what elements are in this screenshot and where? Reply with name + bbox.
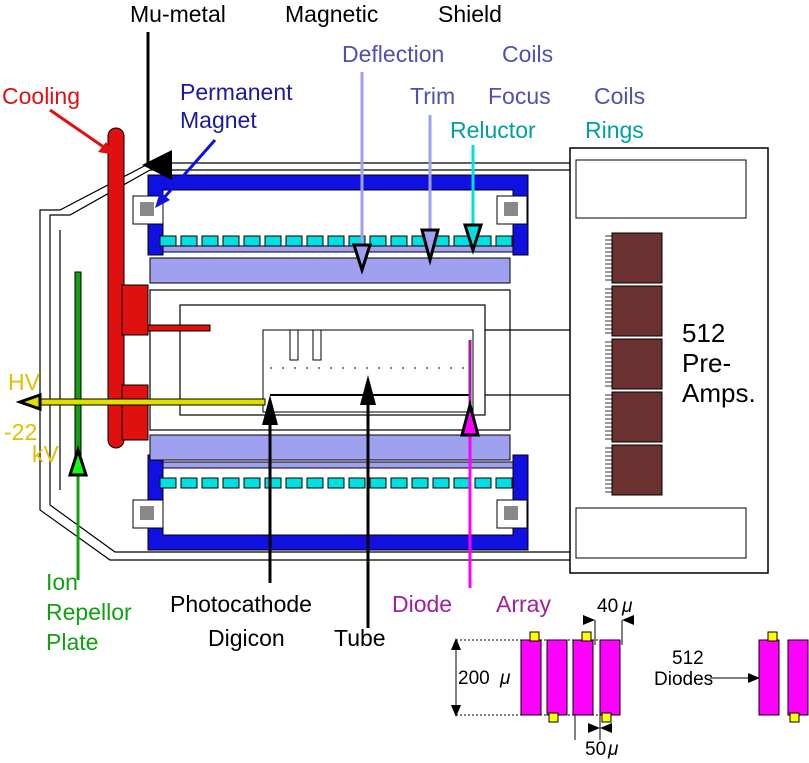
reluctor-ring bbox=[348, 477, 366, 489]
label-50-mu: μ bbox=[607, 739, 619, 760]
label-diodes-512: 512 bbox=[672, 648, 704, 669]
diode-pad bbox=[767, 631, 778, 642]
label-deflection-coils: Coils bbox=[502, 41, 553, 67]
diode bbox=[546, 639, 568, 716]
label-deflection: Deflection bbox=[342, 41, 444, 67]
reluctor-ring bbox=[180, 235, 198, 247]
cooling-assembly bbox=[107, 127, 211, 449]
reluctor-ring bbox=[390, 477, 408, 489]
diode bbox=[599, 639, 621, 716]
label-rings: Rings bbox=[585, 117, 644, 143]
label-trim: Trim bbox=[410, 83, 455, 109]
arrows bbox=[15, 32, 484, 628]
label-magnet: Magnet bbox=[180, 107, 257, 133]
reluctor-ring bbox=[474, 477, 492, 489]
reluctor-ring bbox=[159, 235, 177, 247]
preamp-chip bbox=[611, 444, 663, 496]
label-photocathode: Photocathode bbox=[170, 591, 312, 617]
reluctor-ring bbox=[222, 477, 240, 489]
preamp-chip bbox=[611, 338, 663, 390]
reluctor-ring bbox=[180, 477, 198, 489]
label-cooling: Cooling bbox=[2, 83, 80, 109]
reluctor-ring bbox=[306, 477, 324, 489]
diode bbox=[572, 639, 594, 716]
reluctor-ring bbox=[264, 477, 282, 489]
diode-pad bbox=[529, 631, 540, 642]
label-hv-voltage: -22 bbox=[4, 419, 37, 445]
reluctor-ring bbox=[327, 235, 345, 247]
reluctor-rings-top bbox=[159, 235, 513, 247]
label-pre: Pre- bbox=[682, 348, 731, 378]
preamp-box bbox=[569, 147, 769, 574]
reluctor-ring bbox=[495, 235, 513, 247]
reluctor-ring bbox=[390, 235, 408, 247]
label-array: Array bbox=[496, 591, 551, 617]
label-50: 50 bbox=[585, 739, 606, 760]
label-200: 200 bbox=[458, 668, 490, 689]
reluctor-ring bbox=[306, 235, 324, 247]
label-shield: Shield bbox=[438, 1, 502, 27]
reluctor-ring bbox=[285, 477, 303, 489]
reluctor-ring bbox=[369, 235, 387, 247]
reluctor-ring bbox=[495, 477, 513, 489]
label-hv: HV bbox=[8, 369, 41, 395]
diode-pad bbox=[548, 712, 559, 723]
label-amps: Amps. bbox=[682, 378, 756, 408]
label-512: 512 bbox=[682, 318, 725, 348]
magnetic-shield bbox=[132, 174, 529, 551]
label-reluctor: Reluctor bbox=[450, 117, 536, 143]
reluctor-ring bbox=[411, 477, 429, 489]
diode bbox=[520, 639, 542, 716]
label-diode: Diode bbox=[392, 591, 452, 617]
label-hv-unit: kV bbox=[32, 441, 60, 467]
reluctor-ring bbox=[201, 235, 219, 247]
diode bbox=[787, 639, 809, 716]
outer-housing bbox=[39, 162, 571, 561]
label-permanent: Permanent bbox=[180, 79, 293, 105]
label-repellor: Repellor bbox=[46, 599, 132, 625]
reluctor-ring bbox=[285, 235, 303, 247]
label-digicon: Digicon bbox=[208, 625, 285, 651]
reluctor-ring bbox=[453, 477, 471, 489]
diode-pad bbox=[581, 631, 592, 642]
preamp-chip bbox=[611, 391, 663, 443]
label-diodes: Diodes bbox=[654, 669, 713, 690]
diode bbox=[758, 639, 780, 716]
label-magnetic: Magnetic bbox=[285, 1, 378, 27]
diode-array-detail bbox=[451, 615, 809, 740]
reluctor-ring bbox=[222, 235, 240, 247]
label-40: 40 bbox=[597, 596, 618, 617]
label-ion: Ion bbox=[46, 569, 78, 595]
reluctor-ring bbox=[159, 477, 177, 489]
label-mu-metal: Mu-metal bbox=[130, 1, 226, 27]
diode-pad bbox=[601, 712, 612, 723]
preamp-chip bbox=[611, 285, 663, 337]
label-focus: Focus bbox=[488, 83, 551, 109]
label-200-mu: μ bbox=[499, 668, 511, 689]
diode-pad bbox=[789, 712, 800, 723]
reluctor-ring bbox=[243, 477, 261, 489]
label-40-mu: μ bbox=[621, 596, 633, 617]
reluctor-ring bbox=[327, 477, 345, 489]
reluctor-ring bbox=[243, 235, 261, 247]
hv-lead bbox=[39, 398, 266, 406]
reluctor-ring bbox=[369, 477, 387, 489]
ion-repellor-plate bbox=[74, 271, 82, 473]
label-tube: Tube bbox=[334, 625, 386, 651]
preamp-chips bbox=[605, 232, 663, 496]
reluctor-rings-bottom bbox=[159, 477, 513, 489]
preamp-chip bbox=[611, 232, 663, 284]
label-trim-coils: Coils bbox=[594, 83, 645, 109]
reluctor-ring bbox=[264, 235, 282, 247]
reluctor-ring bbox=[432, 477, 450, 489]
reluctor-ring bbox=[201, 477, 219, 489]
label-plate: Plate bbox=[46, 629, 98, 655]
